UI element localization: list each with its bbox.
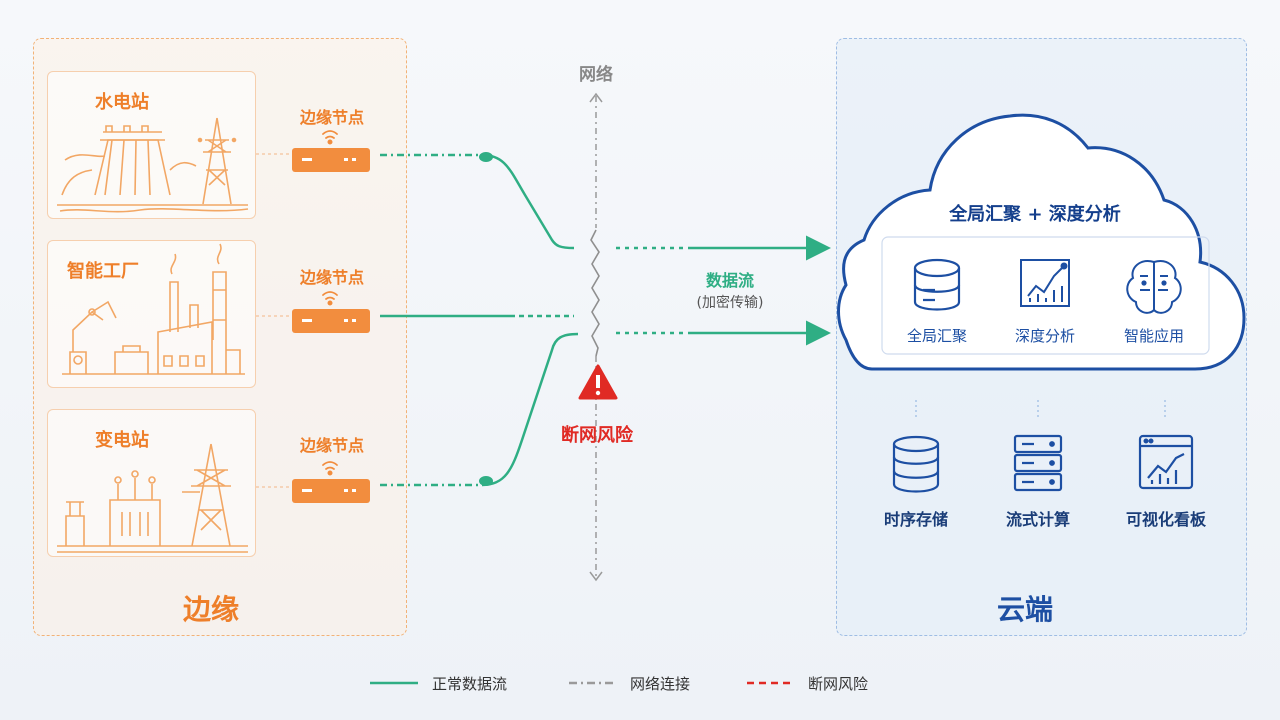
edge-node-label-3: 边缘节点 bbox=[299, 436, 364, 455]
edge-zone-title: 边缘 bbox=[183, 593, 240, 626]
server-rack-icon bbox=[1013, 434, 1063, 492]
cloud-shape bbox=[837, 113, 1246, 371]
data-flow-lines bbox=[380, 153, 831, 487]
cloud-item-aggregate: 全局汇聚 bbox=[906, 327, 967, 345]
network-arrow-down bbox=[589, 571, 603, 582]
service-timeseries-storage: 时序存储 bbox=[883, 510, 948, 529]
brain-icon bbox=[1126, 260, 1182, 314]
legend-normal-flow: 正常数据流 bbox=[432, 675, 508, 693]
data-flow-sublabel: (加密传输) bbox=[696, 295, 764, 311]
site-title-factory: 智能工厂 bbox=[67, 261, 139, 282]
warning-icon bbox=[578, 364, 618, 400]
service-connectors bbox=[915, 400, 1166, 418]
legend-network: 网络连接 bbox=[630, 675, 691, 693]
cloud-item-smart-app: 智能应用 bbox=[1123, 327, 1184, 345]
dashboard-chart-icon bbox=[1138, 434, 1194, 490]
site-title-substation: 变电站 bbox=[95, 430, 149, 451]
database-stack-icon bbox=[892, 435, 940, 493]
analytics-chart-icon bbox=[1020, 259, 1070, 307]
database-icon bbox=[913, 258, 961, 311]
hydro-dam-icon bbox=[57, 117, 249, 213]
flow-junction-dots bbox=[479, 152, 493, 486]
service-stream-compute: 流式计算 bbox=[1005, 510, 1070, 529]
cloud-zone-title: 云端 bbox=[997, 593, 1054, 626]
service-dashboard: 可视化看板 bbox=[1125, 510, 1206, 529]
legend-risk: 断网风险 bbox=[808, 675, 869, 693]
network-break-zigzag bbox=[590, 229, 600, 357]
cloud-inner-box bbox=[881, 236, 1210, 355]
network-risk-label: 断网风险 bbox=[561, 425, 633, 446]
network-arrow-up bbox=[589, 92, 603, 103]
smart-factory-icon bbox=[62, 243, 245, 375]
wifi-icon bbox=[322, 130, 338, 476]
site-card-factory bbox=[47, 240, 256, 388]
edge-gateway-icon bbox=[292, 148, 370, 503]
substation-icon bbox=[57, 443, 248, 553]
cloud-title: 全局汇聚 + 深度分析 bbox=[949, 204, 1121, 225]
data-flow-label: 数据流 bbox=[705, 271, 754, 290]
edge-node-label-2: 边缘节点 bbox=[299, 268, 364, 287]
edge-node-label-1: 边缘节点 bbox=[299, 108, 364, 127]
site-title-hydro: 水电站 bbox=[95, 92, 149, 113]
site-gateway-links bbox=[256, 153, 292, 488]
network-label: 网络 bbox=[579, 65, 613, 85]
cloud-item-analysis: 深度分析 bbox=[1014, 327, 1075, 345]
